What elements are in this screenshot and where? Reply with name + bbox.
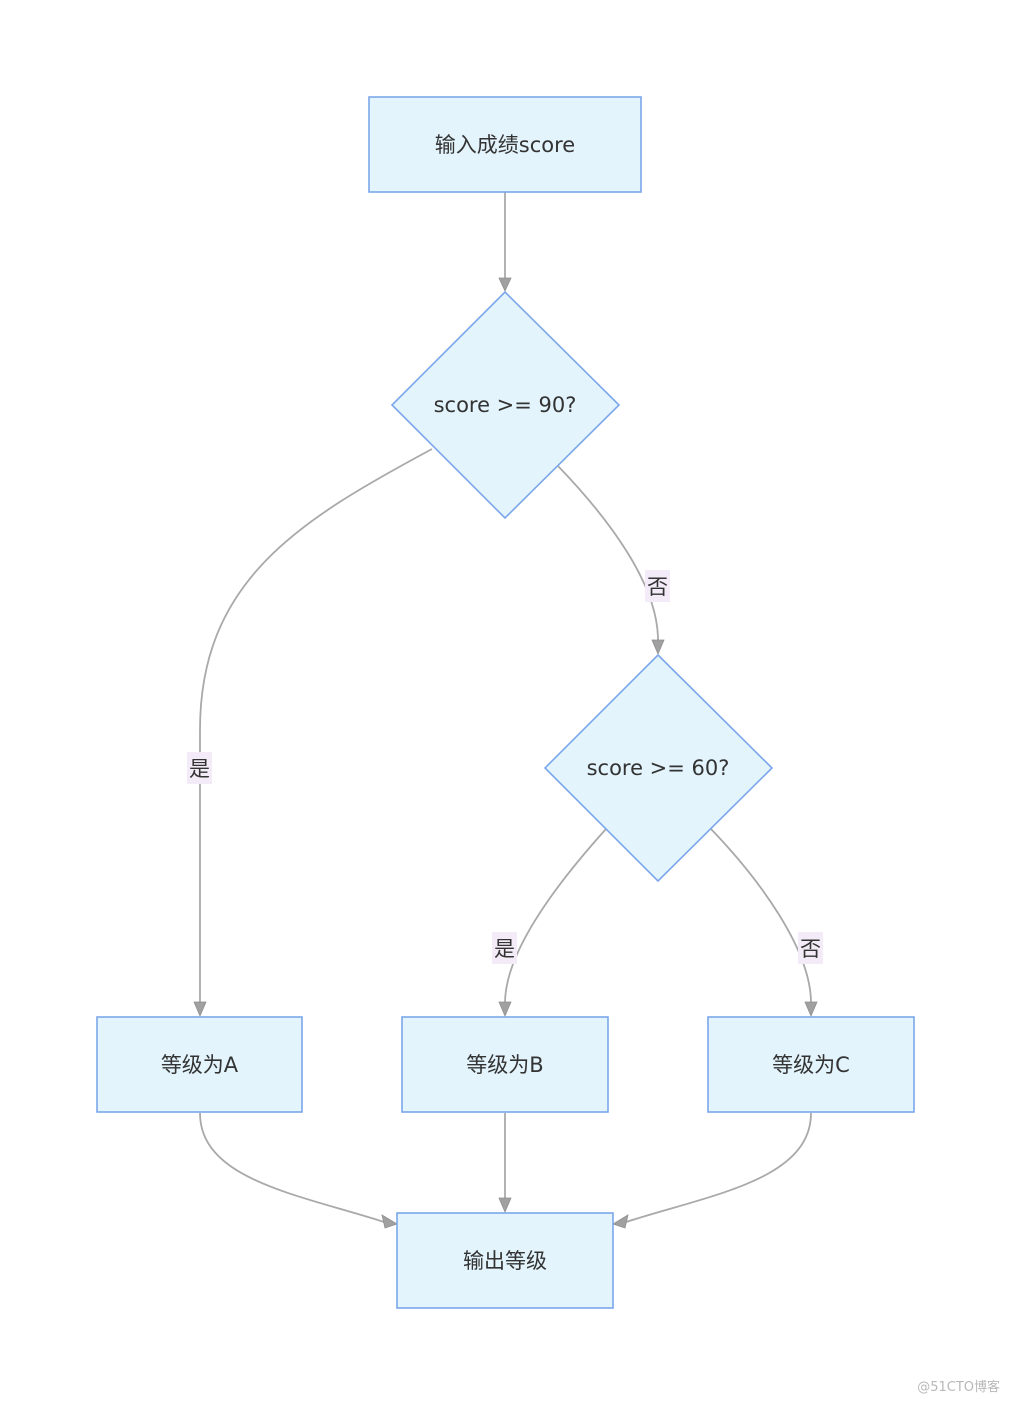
edge-gradeC-to-output	[625, 1112, 812, 1223]
arrowhead	[498, 1001, 512, 1018]
node-label: score >= 60?	[587, 756, 730, 780]
arrowhead	[804, 1001, 818, 1018]
edge-label-text: 否	[800, 937, 821, 961]
node-check60: score >= 60?	[543, 653, 774, 883]
arrowhead	[381, 1214, 398, 1229]
edge-gradeA-to-output	[199, 1112, 385, 1223]
watermark: @51CTO博客	[917, 1380, 1000, 1395]
node-label: 输入成绩score	[435, 133, 575, 157]
node-input: 输入成绩score	[368, 96, 642, 193]
edge-label-check60-no: 否	[798, 932, 823, 964]
edge-check90-yes-to-gradeA	[199, 448, 433, 1003]
node-label: 等级为B	[466, 1053, 543, 1077]
arrowhead	[612, 1214, 629, 1229]
node-check90: score >= 90?	[390, 290, 621, 520]
arrowhead	[498, 1197, 512, 1214]
edge-labels: 否 是 是 否	[187, 570, 823, 964]
node-label: 等级为C	[772, 1053, 850, 1077]
edge-check60-yes-to-gradeB	[504, 828, 607, 1004]
edge-check90-no-to-check60	[557, 465, 659, 641]
node-gradeB: 等级为B	[401, 1016, 609, 1113]
node-label: 等级为A	[161, 1053, 239, 1077]
edge-check60-no-to-gradeC	[710, 828, 812, 1004]
arrowhead	[651, 639, 665, 656]
edges	[193, 192, 818, 1229]
edge-label-text: 是	[189, 757, 210, 781]
node-label: score >= 90?	[434, 393, 577, 417]
node-gradeA: 等级为A	[96, 1016, 303, 1113]
arrowhead	[193, 1001, 207, 1018]
edge-label-text: 是	[494, 937, 515, 961]
node-label: 输出等级	[463, 1249, 547, 1273]
edge-label-check60-yes: 是	[492, 932, 517, 964]
node-output: 输出等级	[396, 1212, 614, 1309]
edge-label-check90-no: 否	[645, 570, 670, 602]
edge-label-text: 否	[647, 575, 668, 599]
edge-label-check90-yes: 是	[187, 752, 212, 784]
arrowhead	[498, 277, 512, 292]
nodes: 输入成绩score score >= 90? score >= 60? 等级为A…	[96, 96, 915, 1309]
node-gradeC: 等级为C	[707, 1016, 915, 1113]
